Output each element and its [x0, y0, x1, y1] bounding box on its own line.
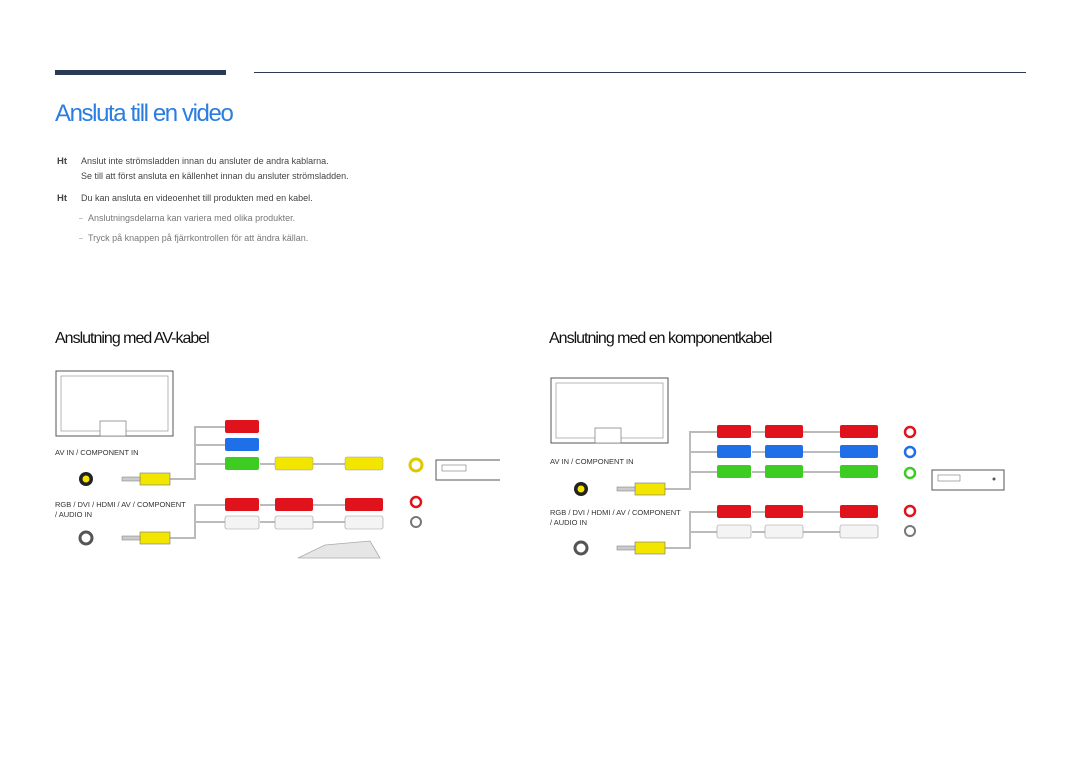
rca-plug-white-icon	[839, 524, 879, 539]
jack-yellow-icon	[408, 457, 424, 473]
rca-plug-white-icon	[224, 515, 260, 530]
rca-plug-red-icon	[345, 498, 383, 511]
jack-blue-icon	[903, 445, 917, 459]
av-mini-plug-icon	[121, 472, 171, 486]
note-continuation: Se till att först ansluta en källenhet i…	[57, 169, 349, 184]
rca-plug-red-icon	[717, 425, 751, 438]
subnote-text: Anslutningsdelarna kan variera med olika…	[88, 213, 296, 223]
rca-plug-white-icon	[344, 515, 384, 530]
note-text: Du kan ansluta en videoenhet till produk…	[81, 193, 313, 203]
av-port-center	[82, 475, 90, 483]
note-mark: Ht	[57, 156, 68, 167]
rca-plug-red-icon	[275, 498, 313, 511]
jack-white-icon	[410, 516, 422, 528]
av-port-center	[577, 485, 585, 493]
page-title: Ansluta till en video	[55, 100, 234, 127]
video-player-icon	[435, 459, 500, 481]
rca-plug-red-icon	[840, 425, 878, 438]
port-label-audio-2: / AUDIO IN	[55, 510, 92, 519]
subnote-text: Tryck på knappen på fjärrkontrollen för …	[88, 233, 309, 243]
note-item: Ht Du kan ansluta en videoenhet till pro…	[57, 191, 349, 206]
port-label-audio: RGB / DVI / HDMI / AV / COMPONENT	[550, 508, 681, 517]
port-label-av: AV IN / COMPONENT IN	[550, 457, 633, 466]
rca-plug-green-icon	[840, 465, 878, 478]
rca-plug-blue-icon	[765, 445, 803, 458]
audio-port-icon	[78, 530, 94, 546]
display-icon	[550, 377, 669, 444]
header-rule-thin	[254, 72, 1026, 73]
video-player-icon	[931, 469, 1005, 491]
subnote-mark: –	[79, 235, 83, 242]
rca-plug-red-icon	[765, 425, 803, 438]
av-cables	[170, 426, 345, 539]
note-item: Ht Anslut inte strömsladden innan du ans…	[57, 154, 349, 169]
subnote-item: – Tryck på knappen på fjärrkontrollen fö…	[57, 231, 349, 246]
audio-port-icon	[573, 540, 589, 556]
note-text: Se till att först ansluta en källenhet i…	[81, 171, 349, 181]
rca-plug-blue-icon	[225, 438, 259, 451]
jack-red-icon	[903, 504, 917, 518]
subnote-mark: –	[79, 215, 83, 222]
note-text: Anslut inte strömsladden innan du anslut…	[81, 156, 329, 166]
rca-plug-red-icon	[765, 505, 803, 518]
rca-plug-green-icon	[717, 465, 751, 478]
rca-plug-red-icon	[225, 498, 259, 511]
rca-plug-red-icon	[225, 420, 259, 433]
port-label-audio: RGB / DVI / HDMI / AV / COMPONENT	[55, 500, 186, 509]
component-connection-diagram: AV IN / COMPONENT IN RGB / DVI / HDMI / …	[550, 377, 1005, 556]
rca-plug-blue-icon	[840, 445, 878, 458]
component-cables	[665, 431, 840, 549]
hand-icon	[297, 540, 381, 559]
av-connection-diagram: AV IN / COMPONENT IN RGB / DVI / HDMI / …	[55, 370, 500, 559]
rca-plug-red-icon	[717, 505, 751, 518]
rca-plug-yellow-icon	[344, 456, 384, 471]
audio-mini-plug-icon	[616, 541, 666, 555]
rca-plug-green-icon	[225, 457, 259, 470]
rca-plug-white-icon	[274, 515, 314, 530]
rca-plug-white-icon	[716, 524, 752, 539]
rca-plug-red-icon	[840, 505, 878, 518]
port-label-audio-2: / AUDIO IN	[550, 518, 587, 527]
rca-plug-white-icon	[764, 524, 804, 539]
section-title-av: Anslutning med AV-kabel	[55, 330, 210, 347]
av-mini-plug-icon	[616, 482, 666, 496]
header-rule-thick	[55, 70, 226, 75]
audio-mini-plug-icon	[121, 531, 171, 545]
note-mark: Ht	[57, 193, 68, 204]
rca-plug-green-icon	[765, 465, 803, 478]
jack-green-icon	[903, 466, 917, 480]
jack-red-icon	[409, 495, 423, 509]
jack-white-icon	[904, 525, 916, 537]
subnote-item: – Anslutningsdelarna kan variera med oli…	[57, 211, 349, 226]
jack-red-icon	[903, 425, 917, 439]
notes: Ht Anslut inte strömsladden innan du ans…	[57, 154, 349, 246]
display-icon	[55, 370, 174, 437]
section-title-component: Anslutning med en komponentkabel	[549, 330, 772, 347]
rca-plug-yellow-icon	[274, 456, 314, 471]
rca-plug-blue-icon	[717, 445, 751, 458]
port-label-av: AV IN / COMPONENT IN	[55, 448, 138, 457]
